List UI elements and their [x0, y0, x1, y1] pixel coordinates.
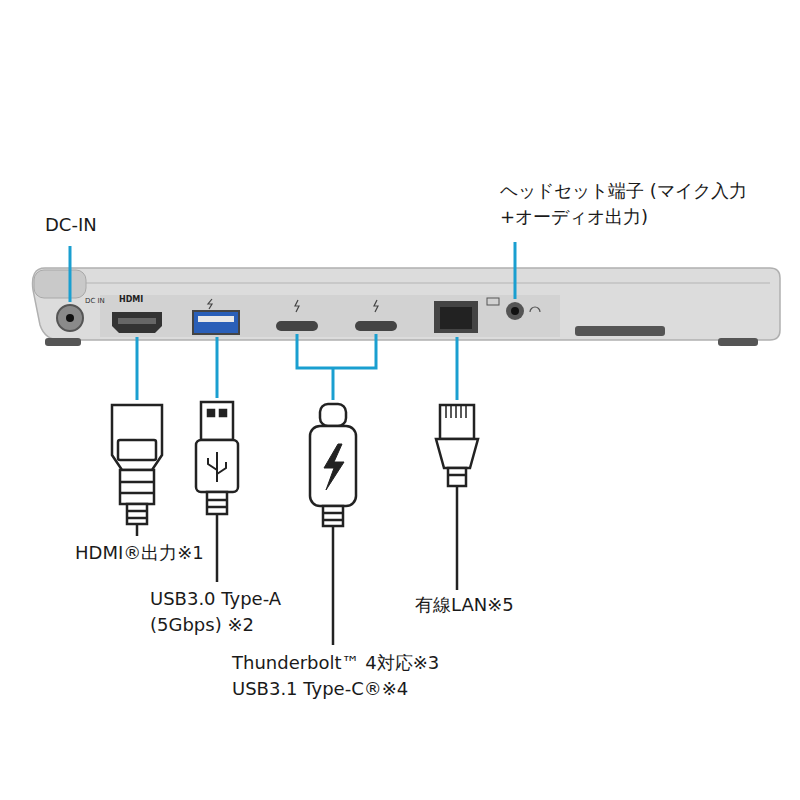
port-label: USB3.0 Type-A (5Gbps) ※2 — [150, 586, 318, 638]
lan-plug — [436, 405, 478, 590]
dc-pin — [66, 314, 74, 322]
usb-c-port — [276, 321, 318, 331]
vent — [575, 326, 665, 336]
thunderbolt-mark — [295, 300, 299, 312]
printed-port-mark: HDMI — [119, 296, 143, 305]
laptop-body — [33, 268, 781, 340]
hdmi-plug — [112, 405, 162, 536]
lan-mark — [487, 298, 499, 305]
thunderbolt-plug — [310, 404, 356, 645]
printed-port-mark: DC IN — [85, 298, 105, 306]
lan-socket — [440, 307, 472, 329]
hdmi-port — [112, 312, 162, 333]
jack-hole — [511, 307, 519, 315]
thunderbolt-mark — [374, 300, 378, 312]
lid-line — [60, 282, 770, 284]
port-label: 有線LAN※5 — [415, 592, 514, 618]
foot — [45, 338, 81, 346]
port-band — [100, 295, 560, 337]
port-label: HDMI®出力※1 — [75, 540, 204, 566]
foot — [718, 338, 758, 346]
headset-mark — [530, 307, 540, 312]
headset-jack — [506, 302, 524, 320]
lan-port — [434, 301, 478, 333]
usb-a-tongue — [198, 316, 234, 322]
port-label: ヘッドセット端子 (マイク入力+オーディオ出力) — [500, 178, 780, 230]
hdmi-pins — [118, 318, 156, 324]
usb-c-port — [355, 321, 397, 331]
power-mark — [208, 299, 212, 309]
port-label: DC-IN — [45, 212, 97, 238]
dc-port — [57, 305, 83, 331]
hinge — [34, 270, 86, 298]
leader-lines — [70, 242, 515, 400]
usb-a-port — [193, 311, 239, 334]
port-label: Thunderbolt™ 4対応※3 USB3.1 Type-C®※4 — [232, 650, 477, 702]
